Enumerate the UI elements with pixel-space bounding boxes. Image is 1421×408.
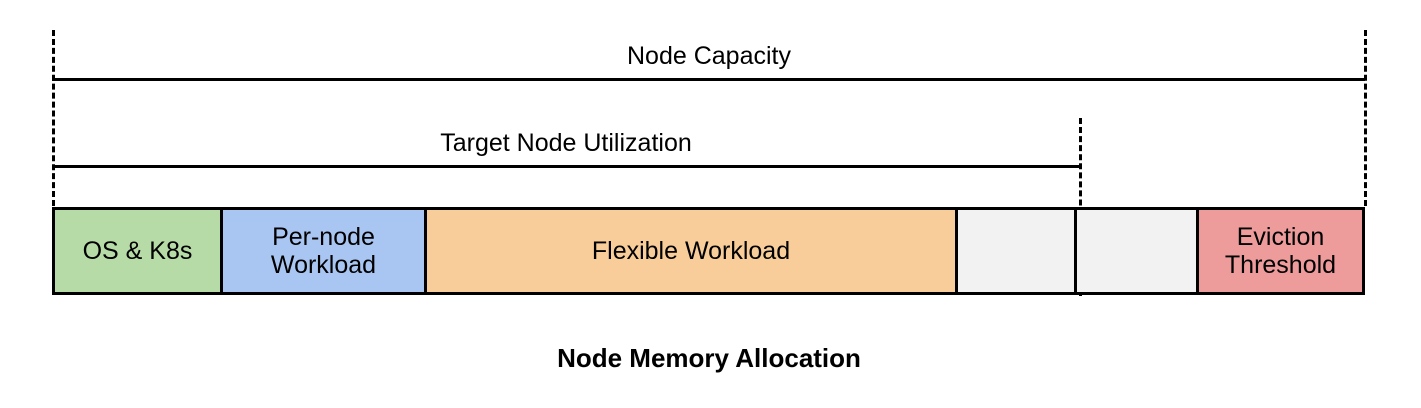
segment-eviction-threshold-label: Eviction Threshold [1224,223,1337,279]
node-capacity-span-line [52,78,1365,81]
segment-os-and-k8s: OS & K8s [55,210,223,292]
segment-os-and-k8s-label: OS & K8s [82,237,193,265]
guide-line-node-start [52,30,55,206]
target-node-utilization-span-line [52,165,1080,168]
segment-eviction-threshold: Eviction Threshold [1199,210,1362,292]
guide-line-node-capacity-end [1364,30,1367,206]
segment-per-node-workload: Per-node Workload [223,210,427,292]
segment-flexible-workload-label: Flexible Workload [591,237,791,265]
segment-headroom-left [958,210,1077,292]
diagram-caption: Node Memory Allocation [557,343,861,373]
segment-headroom-right [1077,210,1199,292]
memory-allocation-bar: OS & K8s Per-node Workload Flexible Work… [52,207,1365,295]
target-node-utilization-label: Target Node Utilization [440,129,692,157]
segment-flexible-workload: Flexible Workload [427,210,958,292]
segment-per-node-workload-label: Per-node Workload [270,223,377,279]
node-capacity-label: Node Capacity [627,42,791,70]
